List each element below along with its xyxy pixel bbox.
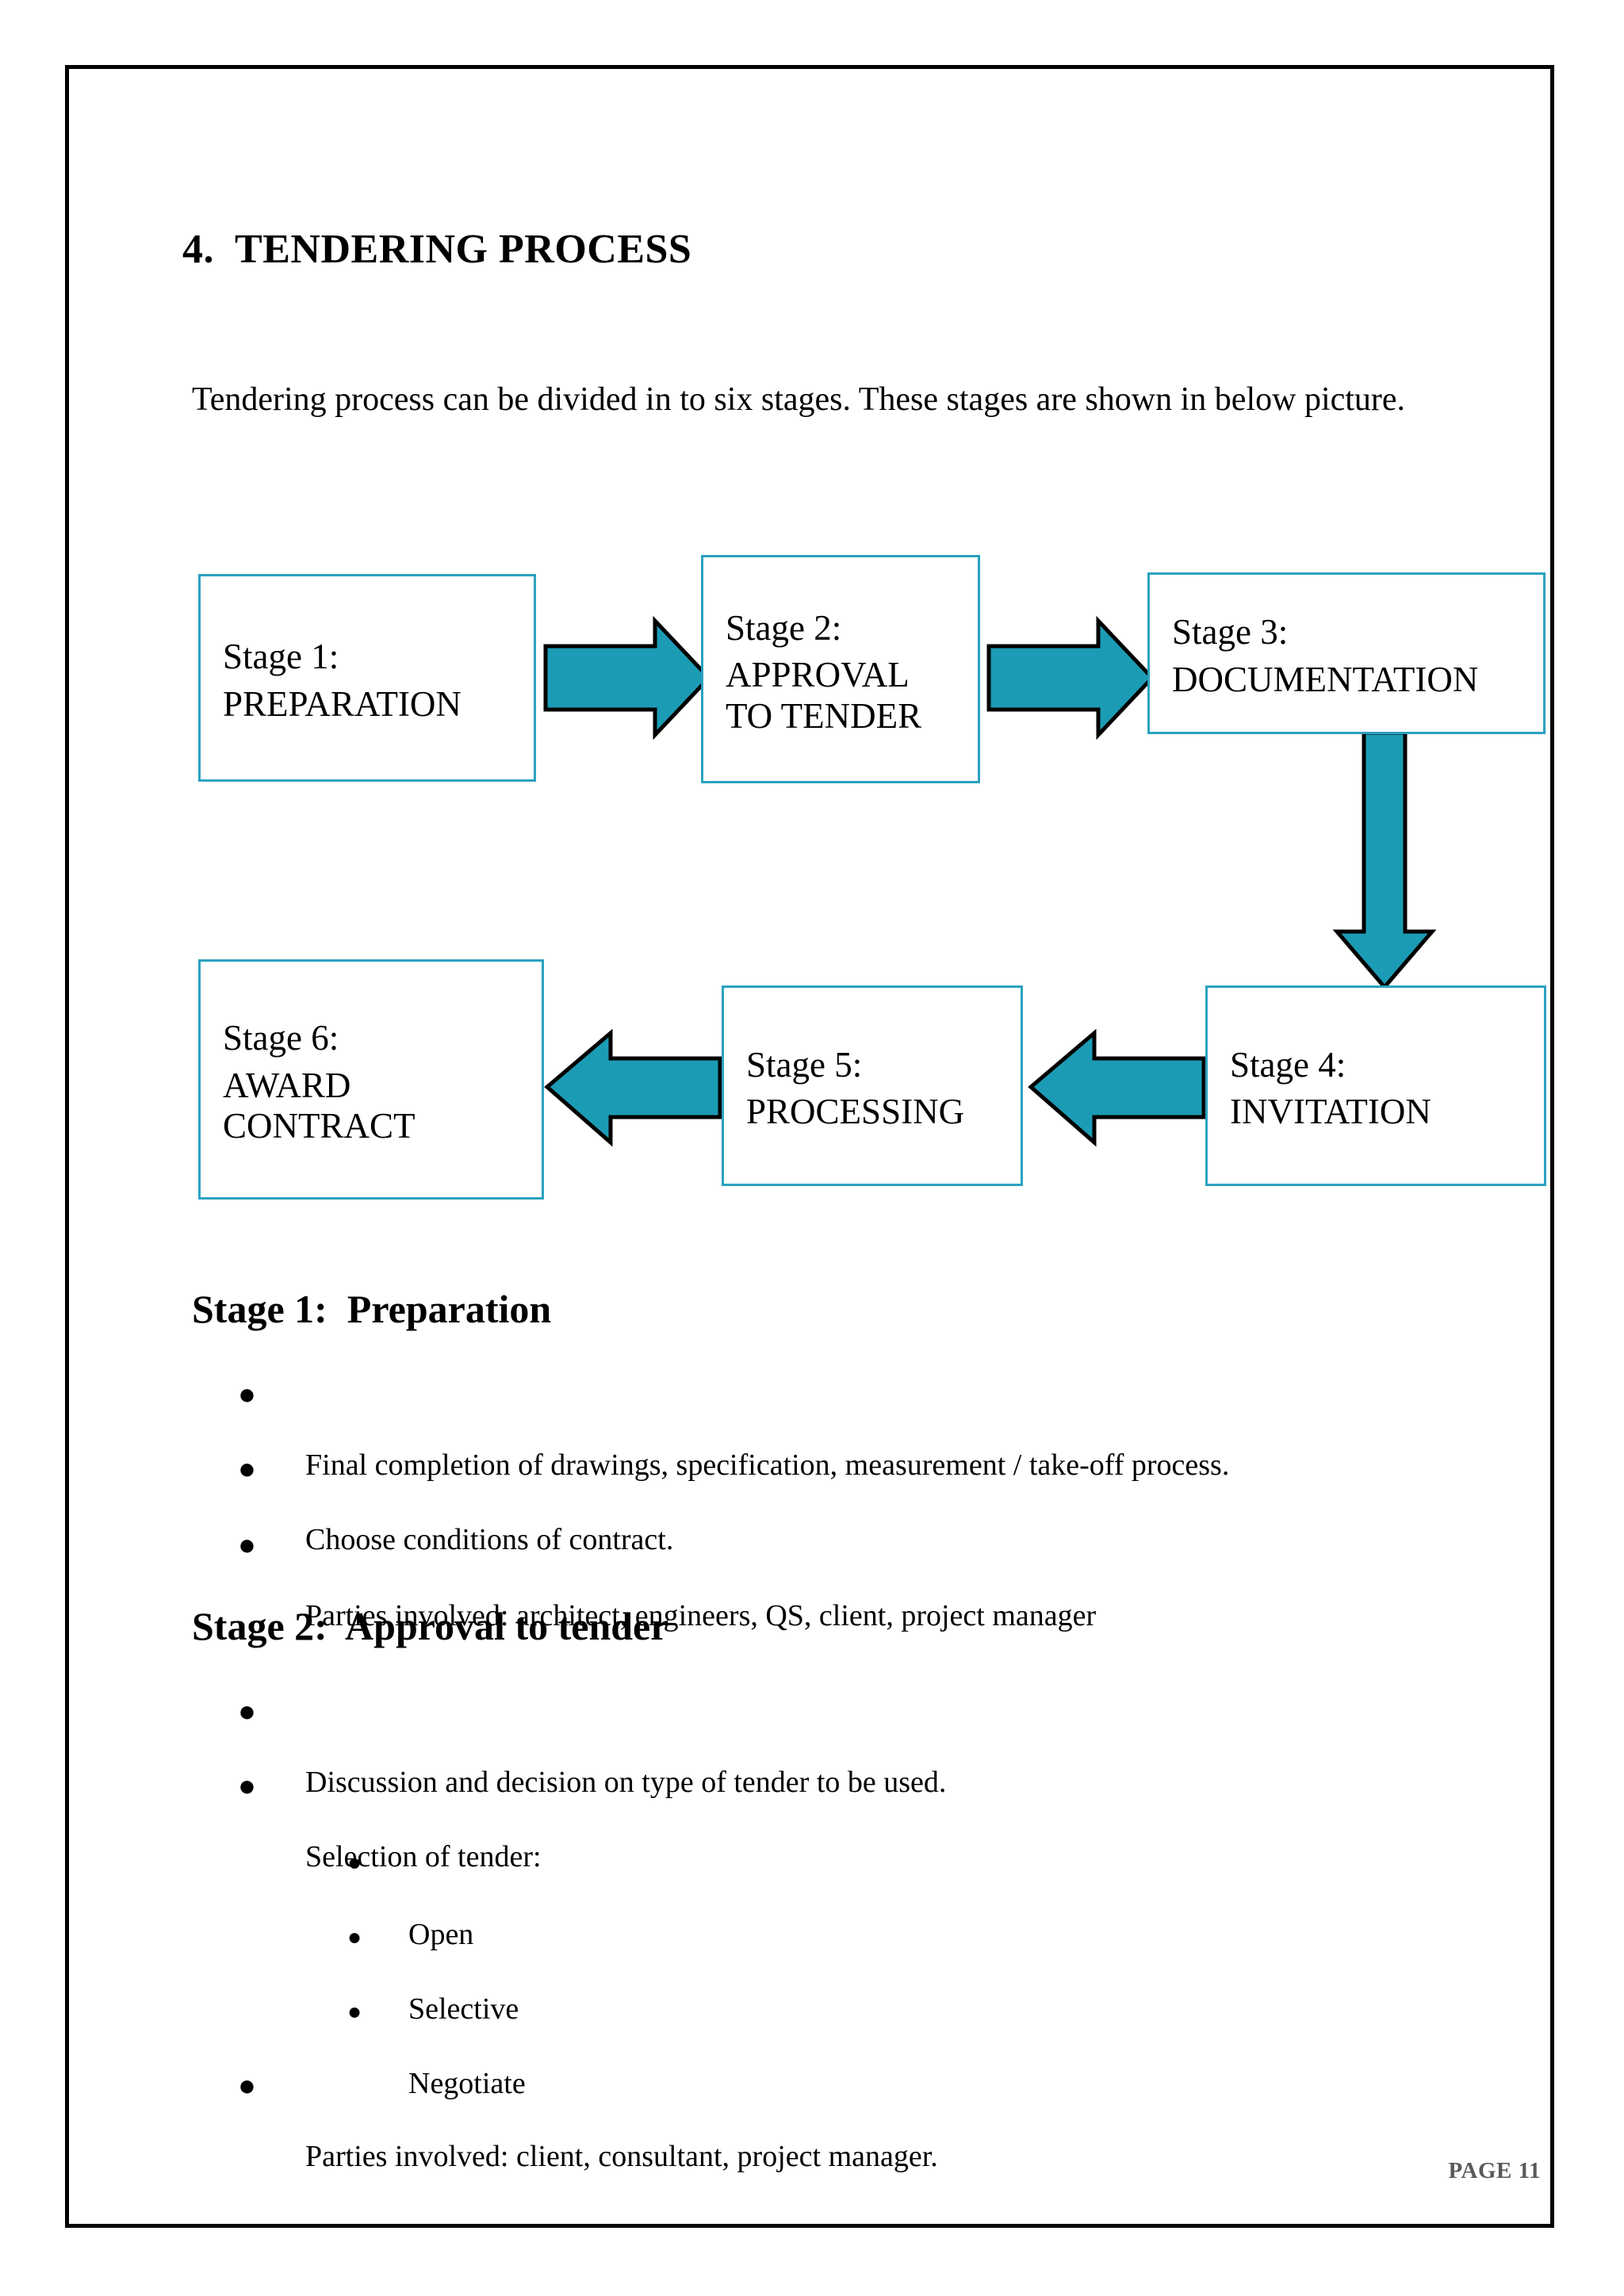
bullet-icon: ● [347, 1998, 362, 2025]
flow-box-stage-name: AWARD CONTRACT [223, 1065, 416, 1146]
flow-box-stage-name: PROCESSING [746, 1092, 965, 1132]
flow-box-stage-name: INVITATION [1230, 1092, 1431, 1132]
list-item-text: Parties involved: client, consultant, pr… [305, 2140, 938, 2173]
list-item-text: Discussion and decision on type of tende… [305, 1766, 947, 1799]
section-heading-stage-1: Stage 1: Preparation [192, 1287, 552, 1331]
sub-list-item-text: Negotiate [408, 2067, 526, 2100]
bullet-icon: ● [238, 2069, 256, 2103]
flow-box-stage-1: Stage 1: PREPARATION [198, 574, 536, 782]
bullet-icon: ● [238, 1695, 256, 1729]
list-item-text: Parties involved: architect, engineers, … [305, 1599, 1097, 1632]
flow-box-stage-4: Stage 4: INVITATION [1205, 985, 1546, 1186]
page-number-footer: PAGE 11 [1448, 2158, 1541, 2183]
list-item: ● Parties involved: architect, engineers… [238, 1529, 1475, 1633]
bullet-icon: ● [238, 1529, 256, 1563]
flow-box-stage-label: Stage 3: [1172, 612, 1289, 652]
flow-box-stage-label: Stage 1: [223, 637, 339, 677]
intro-paragraph: Tendering process can be divided in to s… [192, 381, 1406, 418]
flow-box-stage-label: Stage 6: [223, 1018, 339, 1058]
flow-box-stage-label: Stage 4: [1230, 1044, 1346, 1085]
list-item: ● Final completion of drawings, specific… [238, 1378, 1475, 1483]
flow-box-stage-3: Stage 3: DOCUMENTATION [1147, 572, 1545, 734]
list-item-text: Final completion of drawings, specificat… [305, 1448, 1230, 1482]
list-item: ● Choose conditions of contract. [238, 1452, 1475, 1557]
section-heading-stage-2: Stage 2: Approval to tender [192, 1604, 668, 1648]
flow-box-stage-6: Stage 6: AWARD CONTRACT [198, 959, 544, 1200]
page-title: 4. TENDERING PROCESS [182, 227, 692, 272]
sub-list-item: ● Negotiate [347, 1996, 1457, 2101]
sub-list-item-text: Open [408, 1918, 474, 1951]
bullet-icon: ● [347, 1849, 362, 1876]
flow-box-stage-name: PREPARATION [223, 683, 462, 724]
list-item-text: Choose conditions of contract. [305, 1523, 674, 1556]
bullet-icon: ● [238, 1452, 256, 1487]
bullet-icon: ● [238, 1770, 256, 1804]
flow-box-stage-label: Stage 5: [746, 1044, 863, 1085]
sub-list-item-text: Selective [408, 1992, 519, 2026]
list-item: ● Parties involved: client, consultant, … [238, 2069, 1475, 2174]
flow-box-stage-name: APPROVAL TO TENDER [726, 655, 922, 736]
flow-box-stage-name: DOCUMENTATION [1172, 659, 1479, 699]
list-item-text: Selection of tender: [305, 1840, 542, 1873]
sub-list-item: ● Open [347, 1847, 1457, 1952]
bullet-icon: ● [347, 1923, 362, 1950]
flow-box-stage-label: Stage 2: [726, 607, 842, 648]
list-item: ● Selection of tender: [238, 1770, 1475, 1874]
flow-box-stage-5: Stage 5: PROCESSING [722, 985, 1023, 1186]
flow-box-stage-2: Stage 2: APPROVAL TO TENDER [701, 555, 980, 783]
list-item: ● Discussion and decision on type of ten… [238, 1695, 1475, 1800]
sub-list-item: ● Selective [347, 1922, 1457, 2026]
bullet-icon: ● [238, 1378, 256, 1412]
